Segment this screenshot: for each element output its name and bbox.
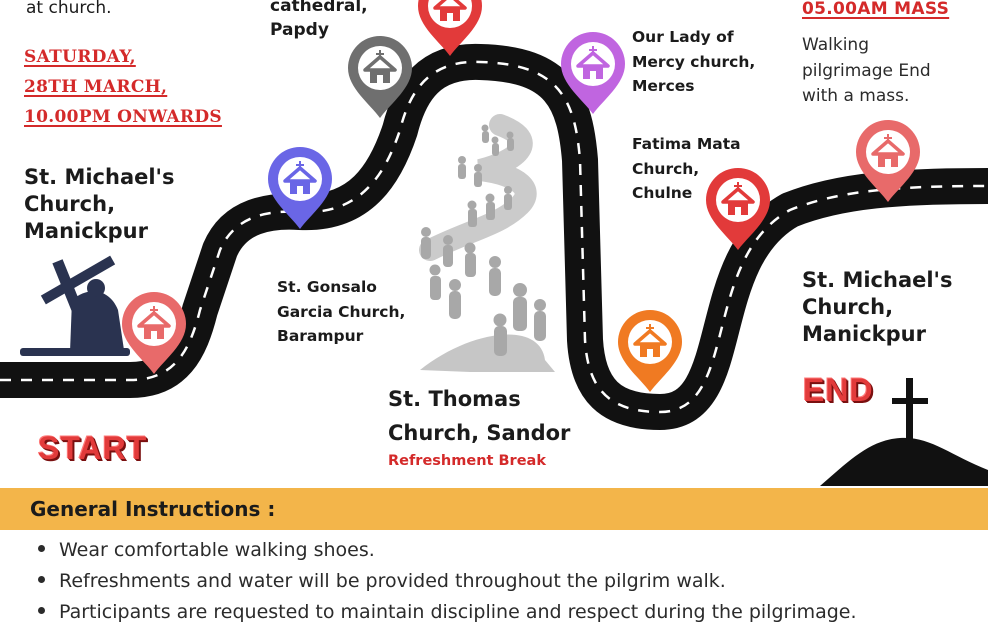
jesus-carrying-cross-icon <box>20 255 130 356</box>
instructions-band <box>0 488 988 530</box>
event-date: SATURDAY, 28TH MARCH, 10.00PM ONWARDS <box>24 42 222 132</box>
map-pin-icon[interactable] <box>618 310 682 392</box>
mass-note: Walking pilgrimage End with a mass. <box>802 35 931 106</box>
road-center-dashes <box>0 60 988 414</box>
pilgrims-crowd-icon <box>419 114 555 372</box>
end-label: END <box>803 372 874 408</box>
cross-icon <box>820 378 988 486</box>
date-line: SATURDAY, <box>24 47 136 67</box>
refreshment-note: Refreshment Break <box>388 453 546 469</box>
list-item: Participants are requested to maintain d… <box>38 601 857 623</box>
bullet-icon <box>38 576 45 583</box>
start-label: START <box>38 430 148 466</box>
instructions-title: General Instructions : <box>30 497 276 521</box>
stop-thomas: St. Thomas Church, Sandor <box>388 387 571 445</box>
bullet-icon <box>38 607 45 614</box>
bullet-icon <box>38 545 45 552</box>
start-church-name: St. Michael's Church, Manickpur <box>24 165 175 243</box>
stop-gonsalo: St. Gonsalo Garcia Church, Barampur <box>277 278 406 345</box>
end-church-name: St. Michael's Church, Manickpur <box>802 268 953 346</box>
date-line: 28TH MARCH, <box>24 77 168 97</box>
stop-mercy: Our Lady of Mercy church, Merces <box>632 28 756 95</box>
list-item: Wear comfortable walking shoes. <box>38 539 375 561</box>
intro-fragment: at church. <box>26 0 112 18</box>
date-line: 10.00PM ONWARDS <box>24 107 222 127</box>
stop-cathedral: cathedral, Papdy <box>270 0 368 40</box>
mass-heading: 05.00AM MASS <box>802 0 950 19</box>
stop-fatima: Fatima Mata Church, Chulne <box>632 135 741 202</box>
list-item: Refreshments and water will be provided … <box>38 570 726 592</box>
